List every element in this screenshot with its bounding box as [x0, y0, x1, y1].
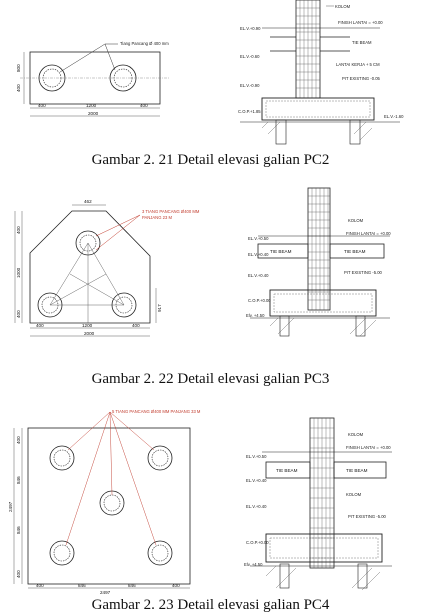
caption-pc2: Gambar 2. 21 Detail elevasi galian PC2: [91, 152, 330, 168]
elevation-pc4: TIE BEAM TIE BEAM KOLOM FINISH LANTAI = …: [244, 417, 392, 591]
pile-note: Tiang Pancang Ø 400 mm: [120, 41, 169, 46]
elevation-pc3: TIE BEAM TIE BEAM KOLOM FINISH LANTAI = …: [246, 187, 391, 337]
level-4: C.O.P.+0.00: [248, 298, 271, 303]
caption-pc4: Gambar 2. 23 Detail elevasi galian PC4: [91, 597, 330, 613]
dim-left-total: 2497: [8, 501, 13, 512]
level-2: EL.V.-0.60: [240, 54, 260, 59]
pile-note-length: PANJANG 23 M: [142, 215, 172, 220]
plan-pc4: 5 TIANG PANCANG Ø400 MM PANJANG 33 M 400…: [8, 409, 201, 594]
dim-left-2: 800: [16, 64, 21, 72]
label-tie-left: TIE BEAM: [276, 468, 298, 473]
dim-top: 462: [84, 199, 92, 204]
dim-left-2: 846: [16, 476, 21, 484]
drawing-pc2: Tiang Pancang Ø 400 mm 400 1200 400 2000…: [16, 0, 404, 145]
dim-left-1: 400: [16, 84, 21, 92]
label-finish: FINISH LANTAI = +0.00: [338, 20, 383, 25]
label-kolom: KOLOM: [348, 218, 364, 223]
label-lantai-kerja: LANTAI KERJA + 5 CM: [336, 62, 380, 67]
level-2: EL.V.+0.40: [248, 252, 269, 257]
plan-pc2: Tiang Pancang Ø 400 mm 400 1200 400 2000…: [16, 41, 170, 117]
level-4: C.O.P.+0.00: [246, 540, 269, 545]
dim-bottom-3: 400: [132, 323, 140, 328]
dim-total: 2000: [84, 331, 95, 336]
label-pit: PIT EXISTING -5.00: [348, 514, 387, 519]
label-finish: FINISH LANTAI = +0.00: [346, 231, 391, 236]
level-5: EL.V.-1.60: [384, 114, 404, 119]
elevation-pc2: KOLOM FINISH LANTAI = +0.00 TIE BEAM LAN…: [238, 0, 404, 145]
dim-bottom-4: 400: [172, 583, 180, 588]
plan-pc3: 3 TIANG PANCANG Ø400 MM PANJANG 23 M 462…: [14, 199, 200, 337]
level-1: EL.V.+0.50: [248, 236, 269, 241]
dim-total: 2000: [88, 111, 99, 116]
dim-bottom-3: 400: [140, 103, 148, 108]
level-3: EL.V.+0.40: [248, 273, 269, 278]
level-2: EL.V.+0.40: [246, 478, 267, 483]
caption-pc3: Gambar 2. 22 Detail elevasi galian PC3: [91, 371, 330, 387]
dim-total: 2497: [100, 590, 111, 594]
label-tie-right: TIE BEAM: [344, 249, 366, 254]
level-4: C.O.P.+1.85: [238, 109, 261, 114]
figure-pc2: Tiang Pancang Ø 400 mm 400 1200 400 2000…: [0, 0, 421, 150]
level-3: EL.V.+0.40: [246, 504, 267, 509]
dim-bottom-1: 400: [36, 323, 44, 328]
level-3: EL.V.-0.90: [240, 83, 260, 88]
dim-left-3: 400: [16, 310, 21, 318]
dim-right: 917: [157, 304, 162, 312]
label-finish: FINISH LANTAI = +0.00: [346, 445, 391, 450]
pile-note: 5 TIANG PANCANG Ø400 MM PANJANG 33 M: [112, 409, 201, 414]
label-kolom: KOLOM: [335, 4, 351, 9]
label-kolom: KOLOM: [348, 432, 364, 437]
label-kolom-2: KOLOM: [346, 492, 362, 497]
figure-pc3: 3 TIANG PANCANG Ø400 MM PANJANG 23 M 462…: [0, 178, 421, 338]
level-1: EL.V.+0.90: [240, 26, 261, 31]
dim-bottom-1: 400: [36, 583, 44, 588]
level-5: Elv. +4.50: [246, 313, 265, 318]
label-pit: PIT EXISTING -0.05: [342, 76, 381, 81]
dim-left-2: 1000: [16, 267, 21, 278]
drawing-pc3: 3 TIANG PANCANG Ø400 MM PANJANG 23 M 462…: [14, 187, 391, 337]
label-pit: PIT EXISTING -5.00: [344, 270, 383, 275]
label-tie-beam: TIE BEAM: [352, 40, 372, 45]
dim-left-1: 400: [16, 436, 21, 444]
drawing-pc4: 5 TIANG PANCANG Ø400 MM PANJANG 33 M 400…: [8, 409, 392, 594]
pile-note: 3 TIANG PANCANG Ø400 MM: [142, 209, 200, 214]
dim-bottom-2: 1200: [82, 323, 93, 328]
dim-bottom-2: 1200: [86, 103, 97, 108]
label-tie-left: TIE BEAM: [270, 249, 292, 254]
level-5: Elv. +4.50: [244, 562, 263, 567]
dim-bottom-3: 846: [128, 583, 136, 588]
dim-bottom-1: 400: [38, 103, 46, 108]
figure-pc4: 5 TIANG PANCANG Ø400 MM PANJANG 33 M 400…: [0, 398, 421, 594]
dim-bottom-2: 846: [78, 583, 86, 588]
dim-left-3: 846: [16, 526, 21, 534]
dim-left-1: 400: [16, 226, 21, 234]
level-1: EL.V.+0.50: [246, 454, 267, 459]
label-tie-right: TIE BEAM: [346, 468, 368, 473]
dim-left-4: 400: [16, 570, 21, 578]
